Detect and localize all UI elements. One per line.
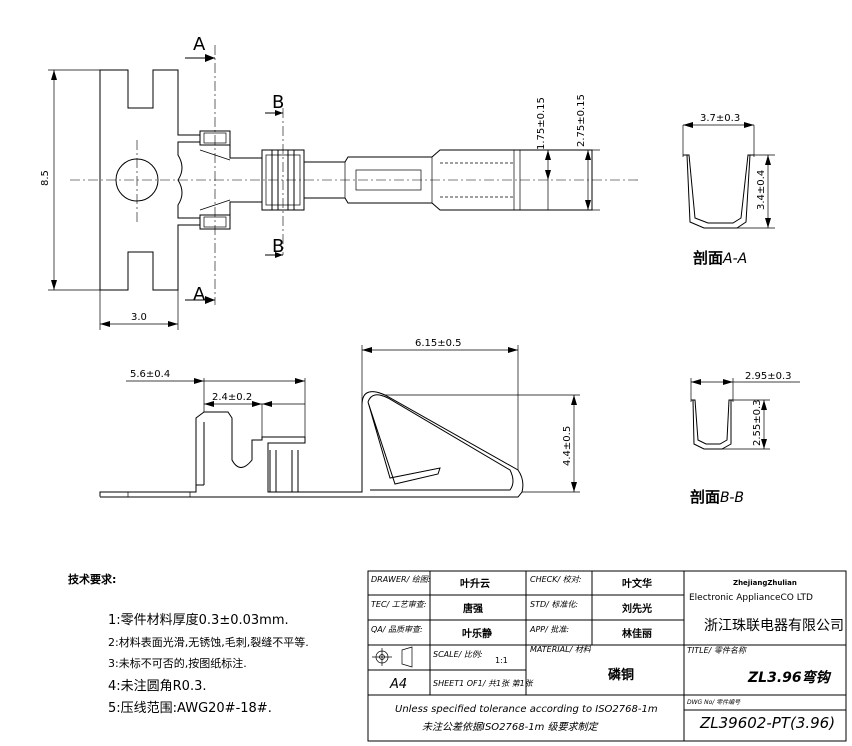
note-3: 3:未标不可否的,按图纸标注. — [108, 656, 247, 670]
drawer-label: DRAWER/ 绘图: — [371, 575, 431, 584]
title-label: TITLE/ 零件名称 — [687, 646, 748, 655]
app-label: APP/ 批准: — [529, 625, 569, 634]
scale-value: 1:1 — [495, 656, 508, 665]
section-a-view: 3.7±0.3 3.4±0.4 剖面 A-A — [682, 113, 775, 267]
std-value: 刘先光 — [622, 602, 652, 615]
section-a-caption-suffix: A-A — [722, 251, 747, 267]
title-block: DRAWER/ 绘图: 叶升云 CHECK/ 校对: 叶文华 TEC/ 工艺审查… — [367, 570, 847, 742]
qa-value: 叶乐静 — [462, 627, 492, 640]
company-cn: 浙江珠联电器有限公司 — [704, 618, 844, 634]
section-b-view: 2.95±0.3 2.55±0.3 剖面 B-B — [690, 371, 800, 506]
dim-section-a-width: 3.7±0.3 — [700, 113, 740, 124]
section-a-bottom-label: A — [193, 284, 206, 305]
sheet-label: SHEET1 OF1/ 共1张 第1张 — [433, 679, 534, 688]
paper-size: A4 — [389, 677, 407, 692]
material-value: 磷铜 — [608, 667, 634, 683]
technical-notes: 技术要求: 1:零件材料厚度0.3±0.03mm. 2:材料表面光滑,无锈蚀,毛… — [68, 572, 309, 716]
dim-height-total: 8.5 — [40, 170, 51, 186]
scale-label: SCALE/ 比例: — [433, 650, 483, 659]
company-en-1: ZhejiangZhulian — [733, 579, 797, 587]
top-view: A A B B 8.5 3.0 1.75±0.15 2. — [40, 34, 640, 330]
tec-label: TEC/ 工艺审查: — [371, 600, 427, 609]
contact-slot — [355, 169, 422, 191]
note-2: 2:材料表面光滑,无锈蚀,毛刺,裂缝不平等. — [108, 635, 309, 649]
notes-heading: 技术要求: — [68, 572, 116, 586]
section-a-top-label: A — [193, 34, 206, 55]
side-view: 6.15±0.5 5.6±0.4 2.4±0.2 4.4±0.5 — [99, 338, 580, 498]
dim-section-b-width: 2.95±0.3 — [745, 371, 792, 382]
dim-spring-length: 6.15±0.5 — [415, 338, 462, 349]
dim-section-a-height: 3.4±0.4 — [756, 170, 767, 210]
section-b-caption-suffix: B-B — [720, 490, 744, 506]
dim-length-24: 2.4±0.2 — [212, 392, 252, 403]
dim-section-b-height: 2.55±0.3 — [752, 399, 763, 446]
qa-label: QA/ 品质审查: — [371, 625, 423, 634]
check-value: 叶文华 — [622, 577, 652, 590]
note-5: 5:压线范围:AWG20#-18#. — [108, 701, 272, 716]
dim-half-width-1: 1.75±0.15 — [536, 97, 547, 150]
std-label: STD/ 标准化: — [530, 600, 578, 609]
note-1: 1:零件材料厚度0.3±0.03mm. — [108, 612, 289, 628]
tolerance-cn: 未注公差依据ISO2768-1m 级要求制定 — [422, 721, 600, 733]
tolerance-en: Unless specified tolerance according to … — [395, 704, 658, 715]
section-b-bottom-label: B — [272, 236, 284, 257]
dwg-label: DWG No/ 零件编号 — [687, 698, 741, 706]
title-value: ZL3.96弯钩 — [747, 669, 832, 686]
base-plate-outline — [99, 69, 201, 291]
drawer-value: 叶升云 — [460, 577, 490, 590]
mounting-hole — [115, 158, 159, 202]
note-4: 4:未注圆角R0.3. — [108, 679, 207, 694]
dwg-value: ZL39602-PT(3.96) — [699, 714, 835, 732]
side-profile — [99, 391, 524, 498]
dim-half-width-2: 2.75±0.15 — [576, 94, 587, 147]
tec-value: 唐强 — [463, 602, 483, 615]
projection-symbol-icon — [372, 646, 413, 668]
spring-contact — [367, 394, 514, 491]
section-a-caption: 剖面 — [693, 249, 723, 267]
dim-width-base: 3.0 — [131, 312, 147, 323]
section-b-top-label: B — [272, 92, 284, 113]
material-label: MATERIAL/ 材料 — [530, 645, 592, 654]
dim-length-56: 5.6±0.4 — [130, 369, 170, 380]
dim-spring-height: 4.4±0.5 — [562, 426, 573, 466]
company-en-2: Electronic ApplianceCO LTD — [689, 593, 813, 603]
app-value: 林佳丽 — [622, 627, 652, 640]
check-label: CHECK/ 校对: — [530, 575, 582, 584]
section-b-caption: 剖面 — [690, 488, 720, 506]
